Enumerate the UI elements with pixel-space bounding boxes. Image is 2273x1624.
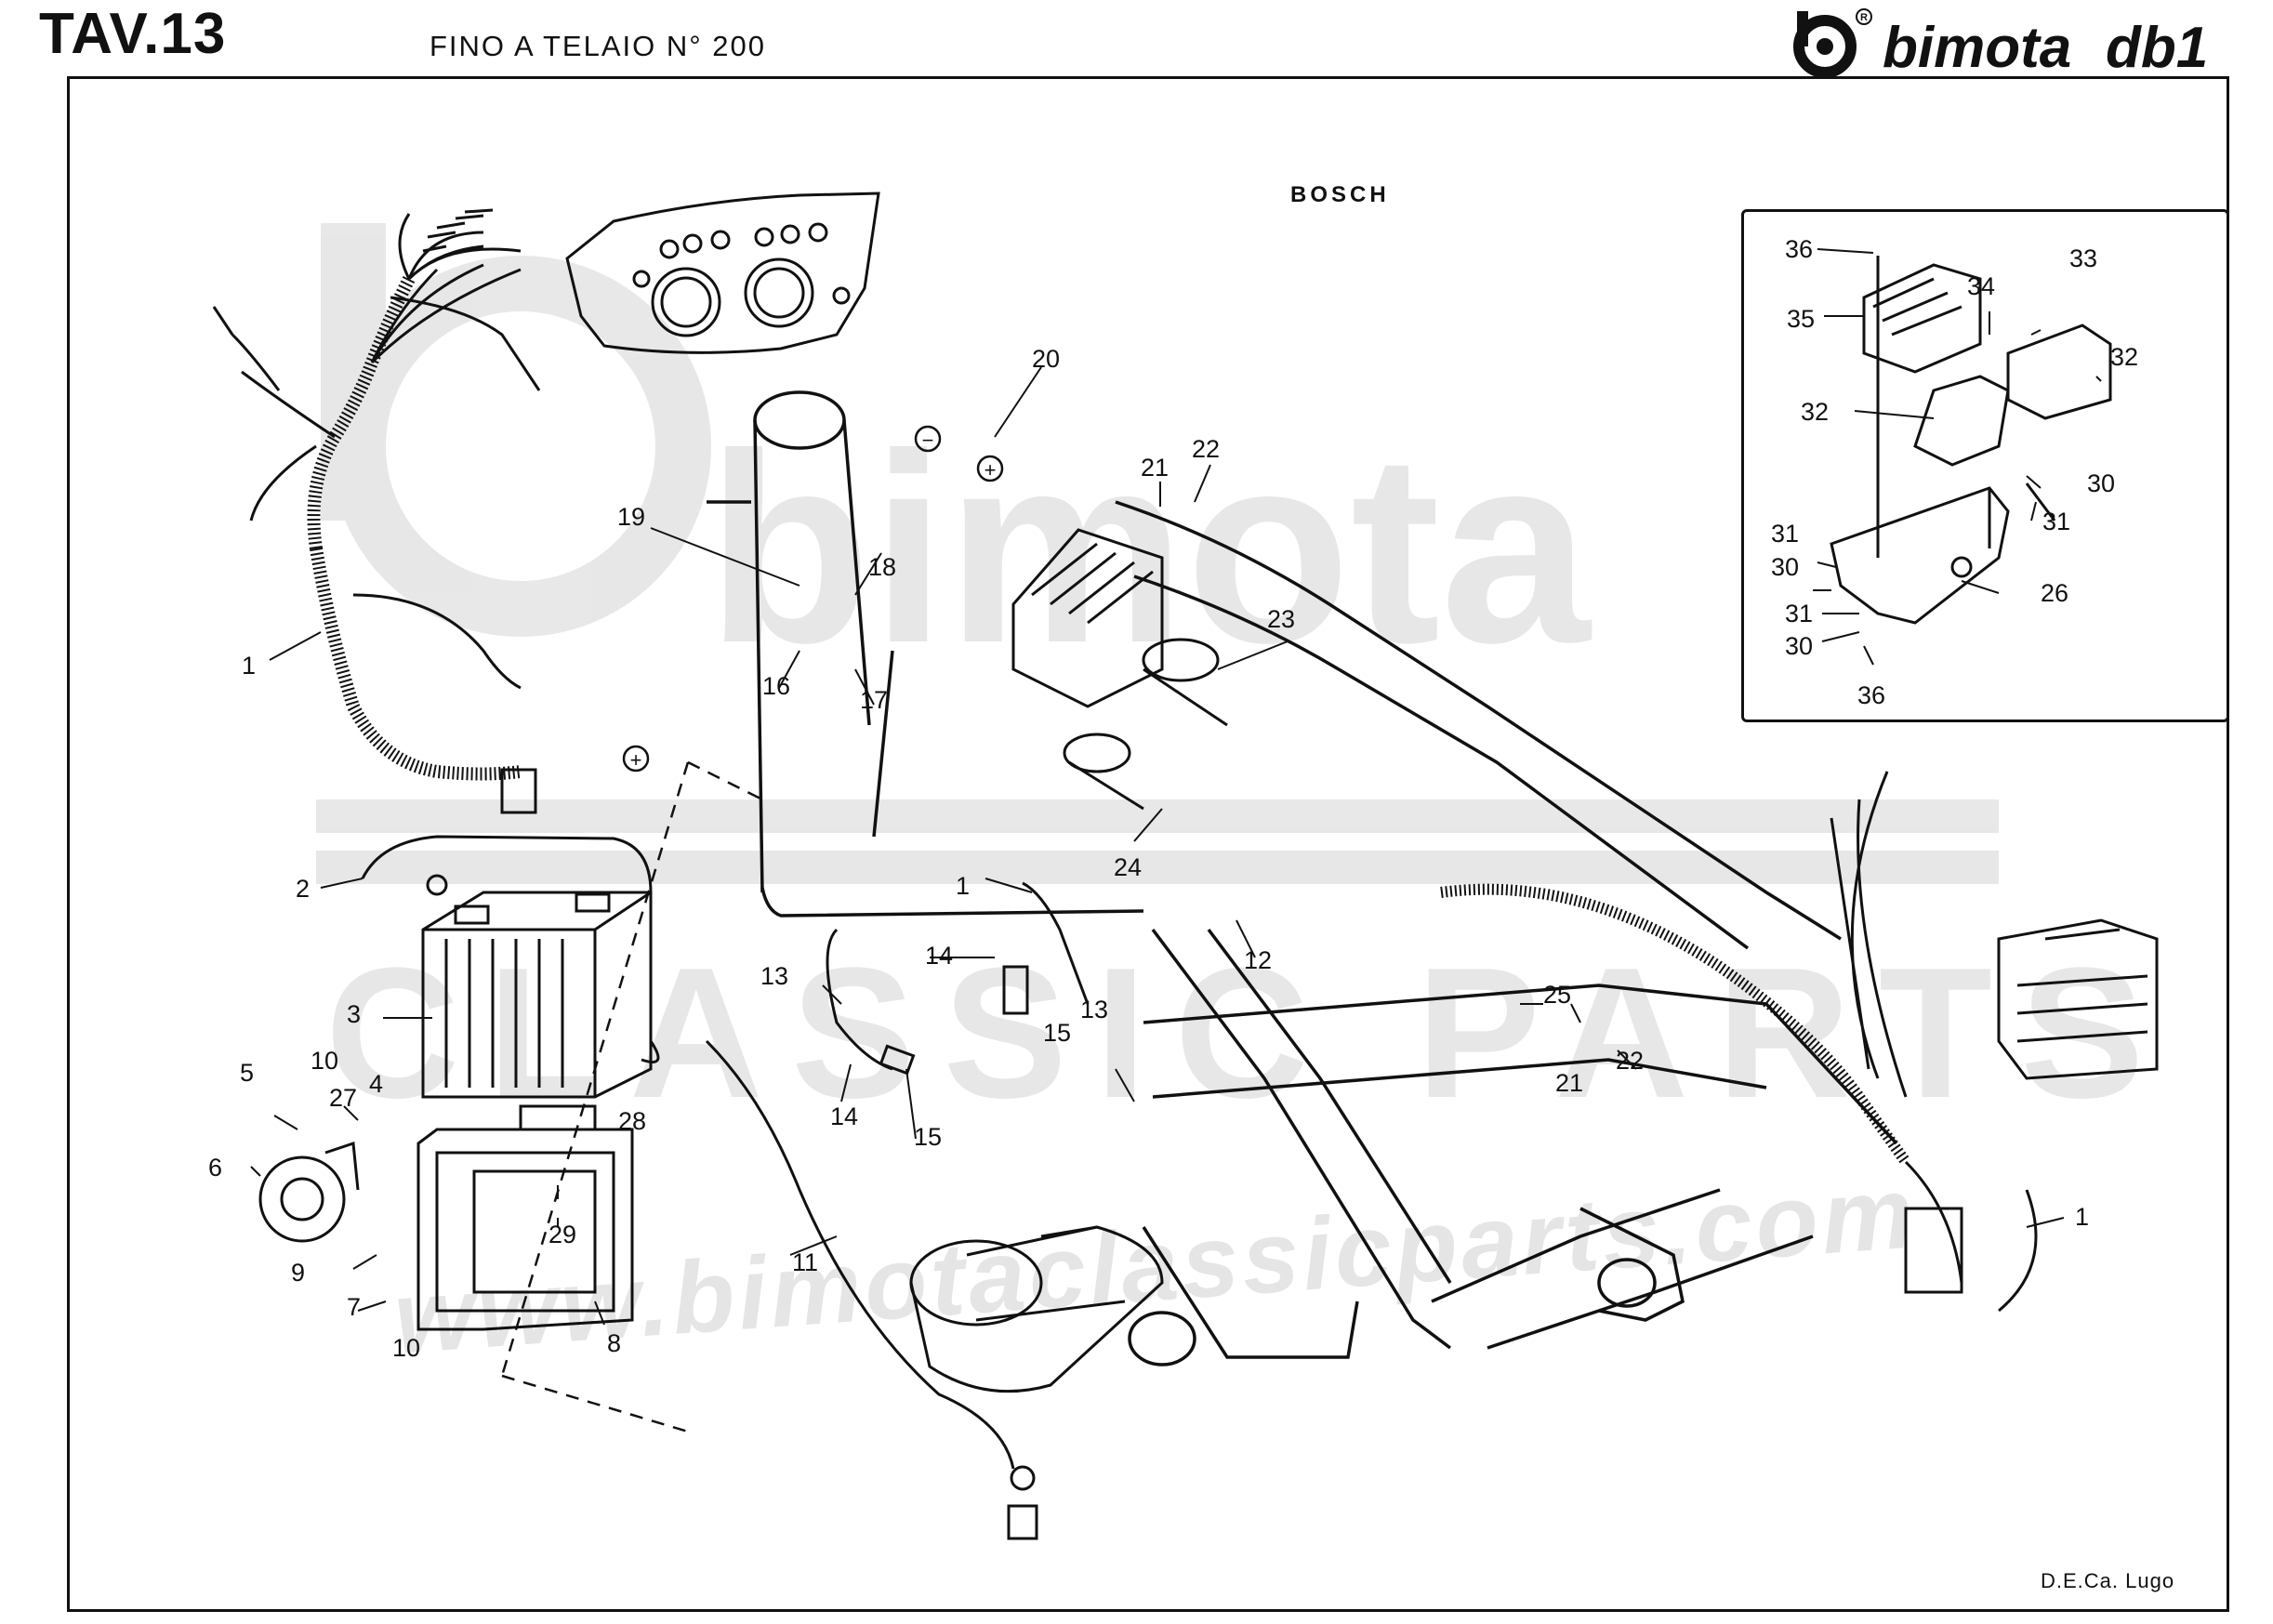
leader-lines	[250, 366, 2065, 1326]
main-wiring-harness	[212, 208, 541, 814]
horn	[258, 1141, 360, 1243]
inset-callout-31: 31	[2042, 508, 2071, 535]
callout-14: 14	[925, 942, 954, 970]
inset-callout-30: 30	[2087, 469, 2116, 497]
ground-cable	[705, 1039, 1038, 1540]
inset-callout-31: 31	[1771, 520, 1800, 548]
model-name: db1	[2106, 16, 2208, 80]
callout-2: 2	[296, 875, 311, 903]
callout-8: 8	[607, 1329, 622, 1357]
inset-callout-34: 34	[1967, 272, 1996, 300]
inset-callout-32: 32	[1801, 398, 1830, 426]
callout-3: 3	[347, 1000, 362, 1028]
inset-drawing	[1830, 256, 2112, 625]
callout-12: 12	[1244, 946, 1273, 974]
footer-credit: D.E.Ca. Lugo	[2041, 1569, 2175, 1592]
callout-15: 15	[1043, 1019, 1072, 1047]
brand-name: bimota	[1883, 16, 2071, 80]
callout-4: 4	[369, 1070, 384, 1098]
callout-25: 25	[1543, 981, 1572, 1009]
brand-logo: R bimota db1	[1793, 8, 2208, 80]
inset-callout-36: 36	[1857, 681, 1886, 709]
inset-callout-35: 35	[1787, 305, 1816, 333]
callout-1: 1	[2075, 1203, 2090, 1231]
callout-20: 20	[1032, 345, 1061, 373]
callout-22: 22	[1616, 1047, 1645, 1075]
callout-14: 14	[830, 1102, 859, 1130]
callout-21: 21	[1555, 1069, 1584, 1097]
page-header: TAV.13 FINO A TELAIO N° 200 R bimota db1	[0, 0, 2273, 81]
brand-b-symbol	[1793, 11, 1857, 78]
plate-number: TAV.13	[39, 2, 227, 66]
callout-17: 17	[860, 686, 889, 714]
callout-10: 10	[311, 1047, 339, 1075]
callout-1: 1	[956, 872, 971, 900]
exploded-view-guide	[500, 760, 763, 1433]
registered-mark: R	[1856, 8, 1872, 25]
inset-callout-33: 33	[2069, 244, 2098, 272]
drawing-frame	[67, 76, 2229, 1612]
callout-29: 29	[548, 1221, 577, 1248]
battery-cable	[361, 835, 660, 1063]
callout-5: 5	[240, 1059, 255, 1087]
inset-callout-26: 26	[2041, 579, 2069, 607]
callout-22: 22	[1192, 435, 1221, 463]
exploded-wiring-diagram: bimota CLASSIC PARTS	[212, 191, 2159, 1540]
svg-text:+: +	[630, 748, 642, 772]
callout-21: 21	[1141, 454, 1170, 482]
callout-13: 13	[760, 962, 789, 990]
instrument-cluster	[565, 191, 880, 354]
ignition-coils	[1063, 638, 1228, 811]
airbox-canister	[909, 1225, 1164, 1393]
inset-callout-36: 36	[1785, 235, 1814, 263]
callout-19: 19	[617, 503, 646, 531]
battery-box	[416, 1104, 634, 1331]
rear-wiring-harness	[1440, 771, 2038, 1313]
inset-callout-30: 30	[1785, 632, 1814, 660]
callout-10: 10	[392, 1334, 421, 1362]
plus-terminal-icon: +	[622, 745, 650, 772]
regulator-rectifier-center	[1011, 528, 1164, 708]
plus-terminal-icon: +	[976, 455, 1004, 482]
supplier-label: BOSCH	[1290, 182, 1390, 207]
svg-text:+: +	[985, 458, 997, 482]
callout-27: 27	[329, 1084, 358, 1112]
callout-11: 11	[792, 1248, 819, 1276]
polarity-symbols: − + +	[622, 425, 1004, 772]
callout-16: 16	[762, 672, 791, 700]
callout-13: 13	[1080, 996, 1109, 1023]
inset-callout-31: 31	[1785, 600, 1814, 627]
inset-callout-32: 32	[2110, 343, 2139, 371]
callout-23: 23	[1267, 605, 1296, 633]
regulator-inset-box	[1741, 209, 2229, 722]
frame-number-note: FINO A TELAIO N° 200	[429, 30, 766, 62]
inset-leader-lines	[1813, 248, 2102, 666]
callout-15: 15	[914, 1123, 943, 1151]
minus-terminal-icon: −	[914, 425, 942, 453]
svg-text:R: R	[1860, 12, 1868, 23]
callout-9: 9	[291, 1259, 306, 1287]
inset-callout-30: 30	[1771, 553, 1800, 581]
callout-7: 7	[347, 1293, 362, 1321]
callout-6: 6	[208, 1154, 223, 1182]
spark-plug-leads	[826, 881, 1090, 1076]
callout-24: 24	[1114, 853, 1143, 881]
callout-18: 18	[868, 553, 897, 581]
callout-1: 1	[242, 652, 257, 680]
svg-text:−: −	[922, 429, 934, 452]
frame	[707, 390, 1898, 1367]
tail-light	[1997, 918, 2159, 1080]
watermark-logo-text: bimota	[707, 398, 1592, 699]
callout-28: 28	[618, 1107, 647, 1135]
